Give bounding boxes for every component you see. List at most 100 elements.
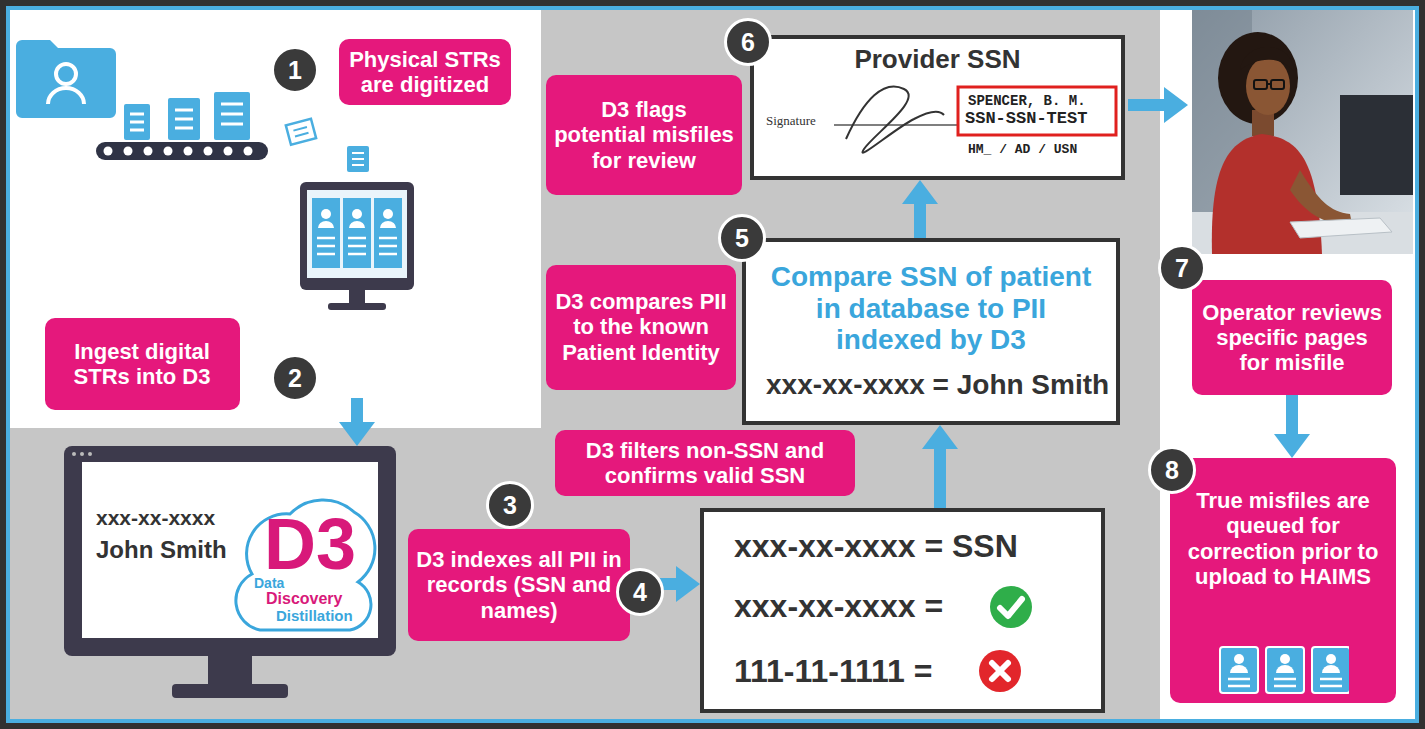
callout-number: 7 — [1175, 256, 1189, 281]
callout-number: 2 — [271, 354, 319, 402]
ssn-text: 111-11-1111 = — [734, 653, 932, 690]
card-shape — [1312, 647, 1349, 693]
large-monitor — [64, 446, 396, 698]
record-icons — [1217, 645, 1349, 695]
logo-mark: D3 — [264, 508, 356, 580]
belt-roller — [124, 147, 133, 156]
belt-roller — [164, 147, 173, 156]
belt — [96, 142, 268, 160]
step-text: Operator reviews specific pages for misf… — [1200, 300, 1384, 376]
ssn-text: xxx-xx-xxxx — [96, 506, 215, 530]
cross-mark — [992, 663, 1008, 679]
monitor-frame — [300, 182, 414, 290]
belt-roller — [204, 147, 213, 156]
paper-lines — [221, 104, 243, 124]
person-head — [56, 64, 76, 84]
heading-text: Compare SSN of patient in database to PI… — [766, 261, 1096, 355]
logo-word: Distillation — [276, 607, 353, 624]
flow-arrow — [934, 449, 946, 508]
highlight-box — [958, 87, 1116, 135]
photo-keyboard — [1290, 218, 1392, 238]
callout-number: 2 — [288, 366, 302, 391]
text-slot: SPENCER, B. M. — [968, 91, 1086, 109]
grey-panel — [8, 8, 1417, 721]
text-slot: Signature — [766, 111, 816, 129]
text-slot: xxx-xx-xxxx — [96, 506, 215, 530]
card-lines — [1320, 679, 1342, 686]
card-body — [1276, 665, 1294, 673]
callout-number: 4 — [633, 580, 647, 605]
paper-record — [124, 104, 150, 140]
callout-number: 4 — [616, 568, 664, 616]
ssn-text: xxx-xx-xxxx = SSN — [734, 528, 1018, 565]
monitor-neck — [349, 290, 365, 304]
monitor-screen: D3DataDiscoveryDistillation xxx-xx-xxxxJo… — [82, 462, 378, 638]
paper-record — [286, 119, 316, 145]
step-text: D3 compares PII to the known Patient Ide… — [554, 289, 728, 365]
flying-record — [286, 119, 316, 145]
record-card — [343, 198, 371, 268]
callout-number: 8 — [1148, 446, 1196, 494]
belt-roller — [144, 147, 153, 156]
logo-word: Data — [254, 575, 284, 591]
name-stamp: SPENCER, B. M. — [968, 93, 1086, 109]
callout-number: 1 — [271, 46, 319, 94]
photo-arm — [1290, 170, 1352, 224]
check-mark — [1000, 599, 1022, 616]
step-text: D3 filters non-SSN and confirms valid SS… — [563, 438, 847, 489]
card-lines — [1274, 679, 1296, 686]
white-panel — [10, 10, 541, 428]
record-card — [312, 198, 340, 268]
process-box: True misfiles are queued for correction … — [1170, 458, 1396, 703]
text-slot: Distillation — [276, 607, 353, 625]
cross-icon — [978, 649, 1022, 693]
text-slot: HM_ / AD / USN — [968, 139, 1077, 158]
text-slot: John Smith — [96, 536, 227, 564]
step-text: Ingest digital STRs into D3 — [53, 339, 232, 390]
step-text: D3 flags potential misfiles for review — [554, 97, 734, 173]
rank-stamp: HM_ / AD / USN — [968, 143, 1077, 158]
paper-lines — [293, 127, 308, 136]
card-lines — [1228, 679, 1250, 686]
callout-number: 8 — [1165, 458, 1179, 483]
folder-icon — [16, 40, 116, 118]
callout-number: 5 — [718, 214, 766, 262]
monitor-base — [328, 303, 386, 310]
text-slot: SSN-SSN-TEST — [965, 109, 1087, 129]
process-box: D3 indexes all PII in records (SSN and n… — [408, 529, 630, 641]
flow-arrow — [1128, 87, 1188, 123]
process-box: D3 compares PII to the known Patient Ide… — [546, 265, 736, 390]
ssn-row: xxx-xx-xxxx = — [734, 585, 1081, 629]
record-card — [1266, 647, 1304, 693]
card-body — [1230, 665, 1248, 673]
record-card — [1312, 647, 1349, 693]
belt-roller — [104, 147, 113, 156]
paper-lines — [175, 110, 193, 128]
callout-number: 3 — [486, 481, 534, 529]
record-card — [1220, 647, 1258, 693]
text-slot: Data — [254, 574, 284, 592]
callout-number: 3 — [503, 493, 517, 518]
process-box: Physical STRs are digitized — [339, 39, 511, 106]
compare-box: Compare SSN of patient in database to PI… — [742, 238, 1120, 425]
flow-arrow — [339, 398, 375, 446]
document-box: Provider SSN Signature SPENCER, B. M.SSN-S… — [750, 35, 1125, 180]
monitor-screen — [307, 190, 407, 278]
card-head — [1280, 654, 1290, 664]
belt-roller — [244, 147, 253, 156]
monitor-neck — [208, 656, 252, 686]
callout-number: 1 — [288, 58, 302, 83]
logo-word: Discovery — [266, 590, 343, 608]
process-box: Operator reviews specific pages for misf… — [1192, 280, 1392, 395]
heading-text: Provider SSN — [854, 45, 1020, 75]
window-dot — [80, 452, 84, 456]
flow-arrow — [914, 204, 926, 238]
process-box: D3 flags potential misfiles for review — [546, 75, 742, 195]
photo-glasses — [1271, 80, 1284, 89]
ssn-stamp: SSN-SSN-TEST — [965, 109, 1087, 129]
ssn-row: 111-11-1111 = — [734, 649, 1081, 693]
callout-number: 7 — [1158, 244, 1206, 292]
step-text: D3 indexes all PII in records (SSN and n… — [416, 547, 622, 623]
